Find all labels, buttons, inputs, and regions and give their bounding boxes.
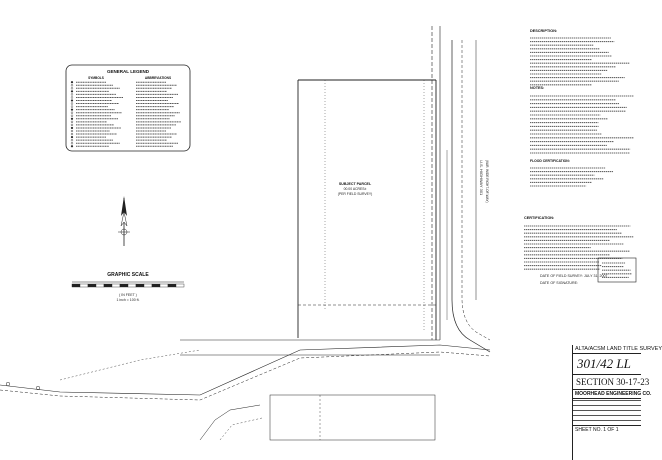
description-heading: DESCRIPTION: [530, 29, 557, 33]
legend-symbol-icon [70, 123, 74, 126]
notes-lines [530, 95, 634, 154]
legend-symbol-icon [70, 96, 74, 99]
legend-symbol-icon [70, 102, 74, 105]
surveyor-seal [597, 257, 637, 283]
survey-type: ALTA/ACSM LAND TITLE SURVEY [573, 346, 662, 354]
graphic-scale-unit: ( IN FEET ) [119, 293, 137, 297]
scale-bar-segment [71, 283, 81, 288]
scale-bar-segment [103, 283, 113, 288]
seal-lines [602, 262, 632, 278]
legend-symbol-icon [70, 114, 74, 117]
scale-bar-segment [111, 283, 121, 288]
legend-symbol-icon [70, 139, 74, 142]
legend-rows [70, 81, 181, 148]
flood-lines [530, 167, 614, 187]
firm-name: MOORHEAD ENGINEERING CO. [573, 391, 652, 399]
flood-heading: FLOOD CERTIFICATION: [530, 159, 570, 163]
legend-abbreviations-header: ABBREVIATIONS [145, 76, 171, 80]
legend-symbol-icon [70, 132, 74, 136]
highway-name: U.S. HIGHWAY 301 [479, 160, 484, 196]
revision-grid [573, 399, 641, 426]
legend-symbol-icon [70, 136, 74, 139]
graphic-scale-ratio: 1 inch = 100 ft. [116, 298, 139, 302]
legend-symbol-icon [70, 126, 74, 130]
section-label: SECTION 30-17-23 [573, 375, 649, 390]
legend-symbol-icon [70, 111, 74, 114]
scale-bar-segment [119, 283, 129, 288]
description-lines [530, 37, 630, 86]
title-block: ALTA/ACSM LAND TITLE SURVEY 301/42 LL SE… [572, 345, 662, 460]
legend-symbol-icon [70, 84, 74, 87]
scale-bar-segment [79, 283, 89, 288]
survey-plan-drawing: GENERAL LEGEND SYMBOLS ABBREVIATIONS GRA… [0, 26, 637, 441]
certification-lines [524, 225, 634, 270]
legend-symbol-icon [70, 93, 74, 96]
sheet-label: SHEET NO. [575, 427, 602, 433]
legend-symbol-icon [70, 90, 74, 93]
scale-bar-segment [87, 283, 97, 288]
sheet-of: OF [607, 427, 615, 433]
sheet-no: 1 [603, 427, 607, 433]
legend-symbol-icon [70, 99, 74, 102]
legend-symbol-icon [70, 87, 74, 90]
scale-bar-segment [151, 283, 161, 288]
project-name: 301/42 LL [573, 354, 641, 375]
scale-bar-segment [135, 283, 145, 288]
scale-bar-segment [159, 283, 169, 288]
graphic-scale: GRAPHIC SCALE ( IN FEET ) 1 inch = 100 f… [71, 272, 185, 302]
survey-sheet: GENERAL LEGEND SYMBOLS ABBREVIATIONS GRA… [0, 26, 662, 460]
field-survey-date: DATE OF FIELD SURVEY: JULY 31, 2007 [540, 274, 607, 278]
parcel-boundary [297, 26, 441, 340]
parcel-note: (PER FIELD SURVEY) [338, 192, 373, 196]
legend-symbol-icon [70, 120, 74, 123]
legend-symbol-icon [70, 105, 74, 108]
highway-us-301: U.S. HIGHWAY 301 (VAR. WIDE RIGHT-OF-WAY… [446, 40, 491, 353]
parcel-area: 00.00 ACRES± [344, 187, 367, 191]
graphic-scale-title: GRAPHIC SCALE [107, 272, 149, 278]
scale-bar-segment [167, 283, 177, 288]
legend-symbol-icon [70, 117, 74, 120]
legend-title: GENERAL LEGEND [107, 69, 150, 74]
certification-heading: CERTIFICATION: [524, 216, 554, 220]
scale-bar-segment [175, 283, 185, 288]
sheet-number: SHEET NO. 1 OF 1 [573, 426, 641, 434]
legend-symbols-header: SYMBOLS [88, 76, 104, 80]
scale-bar [71, 283, 185, 288]
signature-date: DATE OF SIGNATURE: [540, 281, 578, 285]
notes-panel: DESCRIPTION: NOTES: FLOOD CERTIFICATION:… [524, 29, 637, 285]
legend-symbol-icon [70, 108, 74, 111]
sheet-total: 1 [615, 427, 619, 433]
highway-row: (VAR. WIDE RIGHT-OF-WAY) [485, 160, 489, 203]
scale-bar-segment [127, 283, 137, 288]
scale-bar-segment [95, 283, 105, 288]
legend-symbol-icon [70, 145, 74, 148]
notes-heading: NOTES: [530, 86, 544, 90]
legend-symbol-icon [70, 81, 74, 84]
legend-symbol-icon [70, 129, 74, 133]
legend-symbol-icon [70, 142, 74, 145]
north-arrow-icon [118, 196, 130, 246]
parcel-label: SUBJECT PARCEL 00.00 ACRES± (PER FIELD S… [338, 182, 373, 196]
scale-bar-segment [143, 283, 153, 288]
parcel-title: SUBJECT PARCEL [339, 182, 372, 186]
access-road [0, 339, 491, 441]
general-legend: GENERAL LEGEND SYMBOLS ABBREVIATIONS [65, 64, 191, 152]
